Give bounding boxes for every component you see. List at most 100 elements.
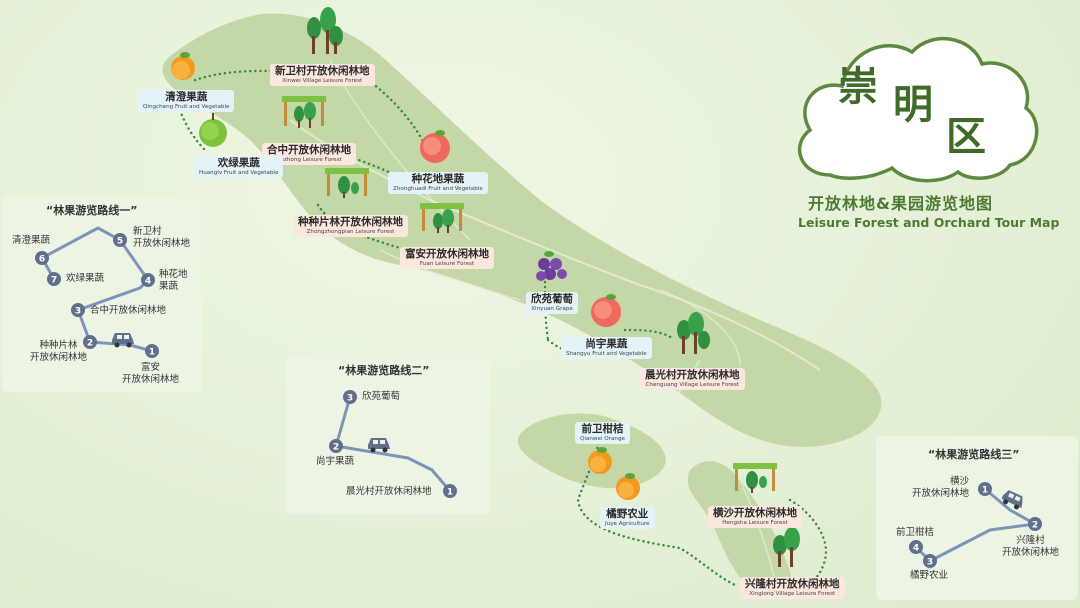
route-1-stop-label: 种种片林 开放休闲林地 bbox=[30, 340, 88, 363]
route-2-stop-num: 3 bbox=[347, 394, 353, 404]
place-name-zh: 种种片林开放休闲林地 bbox=[298, 216, 403, 228]
route-2-stops: 1 2 3 bbox=[329, 390, 457, 498]
route-1-stop-label: 合中开放休闲林地 bbox=[90, 305, 167, 316]
place-label-shangyu[interactable]: 尚宇果蔬 Shangyu Fruit and Vegetable bbox=[561, 337, 652, 360]
place-name-zh: 欣苑葡萄 bbox=[531, 293, 573, 305]
route-3-stop-num: 2 bbox=[1032, 521, 1038, 531]
route-2-title: “林果游览路线二” bbox=[338, 364, 430, 377]
tree-icon bbox=[307, 7, 343, 54]
route-1-stop-label: 清澄果蔬 bbox=[12, 235, 51, 246]
route-2-stop-num: 1 bbox=[447, 488, 453, 498]
route-1-stop-num: 6 bbox=[39, 255, 45, 265]
apple-icon bbox=[199, 113, 227, 147]
place-label-fuan[interactable]: 富安开放休闲林地 Fuan Leisure Forest bbox=[400, 247, 494, 270]
forest-gate-icon bbox=[325, 168, 369, 198]
peach-icon bbox=[591, 294, 621, 327]
route-2-stop-label: 欣苑葡萄 bbox=[362, 391, 401, 402]
route-3-stop-num: 3 bbox=[927, 558, 933, 568]
subtitle-en: Leisure Forest and Orchard Tour Map bbox=[798, 215, 1060, 230]
orange-icon bbox=[588, 447, 612, 474]
route-1-stop-num: 4 bbox=[145, 277, 151, 287]
place-name-en: Zhongzhongpian Leisure Forest bbox=[306, 228, 395, 235]
route-2-stop-num: 2 bbox=[333, 443, 339, 453]
forest-gate-icon bbox=[420, 203, 464, 233]
place-name-en: Juye Agriculture bbox=[605, 520, 650, 527]
route-1-stop-label: 新卫村 开放休闲林地 bbox=[133, 226, 191, 249]
place-label-huanglv[interactable]: 欢绿果蔬 Huanglv Fruit and Vegetable bbox=[194, 156, 284, 179]
place-name-en: Xinglong Village Leisure Forest bbox=[749, 590, 836, 597]
tree-icon bbox=[773, 527, 800, 567]
place-label-qingcheng[interactable]: 清澄果蔬 Qingcheng Fruit and Vegetable bbox=[138, 90, 235, 113]
place-label-juye[interactable]: 橘野农业 Juye Agriculture bbox=[600, 507, 655, 530]
place-name-en: Hezhong Leisure Forest bbox=[276, 156, 342, 163]
place-label-hengsha[interactable]: 横沙开放休闲林地 Hengsha Leisure Forest bbox=[708, 506, 802, 529]
route-3-title: “林果游览路线三” bbox=[928, 448, 1020, 461]
forest-gate-icon bbox=[733, 463, 777, 493]
route-2-stop-label: 晨光村开放休闲林地 bbox=[346, 486, 432, 497]
car-icon bbox=[1001, 490, 1023, 510]
route-1-title: “林果游览路线一” bbox=[46, 204, 138, 217]
place-name-en: Huanglv Fruit and Vegetable bbox=[199, 169, 279, 176]
route-3-stop-num: 4 bbox=[913, 544, 919, 554]
route-2-line bbox=[334, 396, 452, 492]
place-name-en: Xinwei Village Leisure Forest bbox=[282, 77, 363, 84]
route-3-stop-num: 1 bbox=[982, 486, 988, 496]
place-label-xinglong[interactable]: 兴隆村开放休闲林地 Xinglong Village Leisure Fores… bbox=[740, 577, 845, 600]
route-3-stops: 1 2 3 4 bbox=[909, 482, 1042, 568]
route-card-2 bbox=[286, 354, 490, 514]
forest-gate-icon bbox=[282, 96, 326, 128]
car-icon bbox=[368, 438, 390, 453]
place-name-en: Hengsha Leisure Forest bbox=[722, 519, 788, 526]
hengsha-island-shape bbox=[687, 461, 791, 599]
tree-icon bbox=[677, 312, 710, 354]
place-name-en: Fuan Leisure Forest bbox=[419, 260, 475, 267]
place-name-en: Xinyuan Grape bbox=[531, 305, 573, 312]
place-label-chenguang[interactable]: 晨光村开放休闲林地 Chenguang Village Leisure Fore… bbox=[640, 368, 745, 391]
place-name-zh: 新卫村开放休闲林地 bbox=[275, 65, 370, 77]
place-label-qianwei[interactable]: 前卫柑桔 Qianwei Orange bbox=[575, 422, 630, 445]
place-label-xinyuan[interactable]: 欣苑葡萄 Xinyuan Grape bbox=[526, 292, 578, 315]
place-name-zh: 种花地果蔬 bbox=[411, 173, 465, 185]
title-char-3: 区 bbox=[946, 113, 986, 160]
place-name-zh: 合中开放休闲林地 bbox=[267, 144, 351, 156]
place-name-zh: 尚宇果蔬 bbox=[585, 338, 628, 350]
place-name-zh: 兴隆村开放休闲林地 bbox=[745, 578, 840, 590]
route-1-stop-num: 1 bbox=[149, 348, 155, 358]
route-1-stop-label: 富安 开放休闲林地 bbox=[122, 362, 180, 385]
route-3-stop-label: 前卫柑桔 bbox=[896, 527, 935, 538]
place-name-zh: 橘野农业 bbox=[606, 508, 649, 520]
route-card-1 bbox=[2, 196, 202, 392]
place-name-en: Qianwei Orange bbox=[580, 435, 625, 442]
subtitle-zh: 开放林地&果园游览地图 bbox=[808, 194, 993, 213]
place-name-zh: 清澄果蔬 bbox=[165, 91, 208, 103]
place-name-zh: 横沙开放休闲林地 bbox=[713, 507, 797, 519]
place-label-zhonghuadi[interactable]: 种花地果蔬 Zhonghuadi Fruit and Vegetable bbox=[388, 172, 488, 195]
place-label-xinwei[interactable]: 新卫村开放休闲林地 Xinwei Village Leisure Forest bbox=[270, 64, 375, 87]
place-name-zh: 富安开放休闲林地 bbox=[405, 248, 489, 260]
route-1-stop-num: 2 bbox=[87, 339, 93, 349]
route-1-stop-num: 7 bbox=[51, 276, 57, 286]
place-name-zh: 欢绿果蔬 bbox=[217, 157, 260, 169]
place-label-zhongzhong[interactable]: 种种片林开放休闲林地 Zhongzhongpian Leisure Forest bbox=[293, 215, 408, 238]
route-1-stop-num: 5 bbox=[117, 237, 123, 247]
route-3-stop-label: 横沙 开放休闲林地 bbox=[912, 476, 970, 499]
route-3-stop-label: 兴隆村 开放休闲林地 bbox=[1002, 535, 1060, 558]
route-3-stop-label: 橘野农业 bbox=[910, 570, 949, 581]
route-1-stops: 1 2 3 4 5 6 7 bbox=[35, 233, 159, 358]
grape-icon bbox=[536, 251, 567, 281]
place-name-zh: 前卫柑桔 bbox=[581, 423, 624, 435]
place-name-en: Shangyu Fruit and Vegetable bbox=[566, 350, 647, 357]
place-label-hezhong[interactable]: 合中开放休闲林地 Hezhong Leisure Forest bbox=[262, 143, 356, 166]
car-icon bbox=[112, 333, 134, 348]
route-1-stop-label: 种花地 果蔬 bbox=[159, 269, 188, 292]
orange-icon bbox=[616, 473, 640, 500]
place-name-en: Qingcheng Fruit and Vegetable bbox=[143, 103, 230, 110]
peach-icon bbox=[420, 130, 450, 163]
route-1-stop-num: 3 bbox=[75, 307, 81, 317]
title-char-2: 明 bbox=[893, 81, 933, 128]
title-char-1: 崇 bbox=[838, 63, 878, 110]
place-name-en: Zhonghuadi Fruit and Vegetable bbox=[393, 185, 483, 192]
cloud-icon bbox=[798, 36, 1039, 183]
